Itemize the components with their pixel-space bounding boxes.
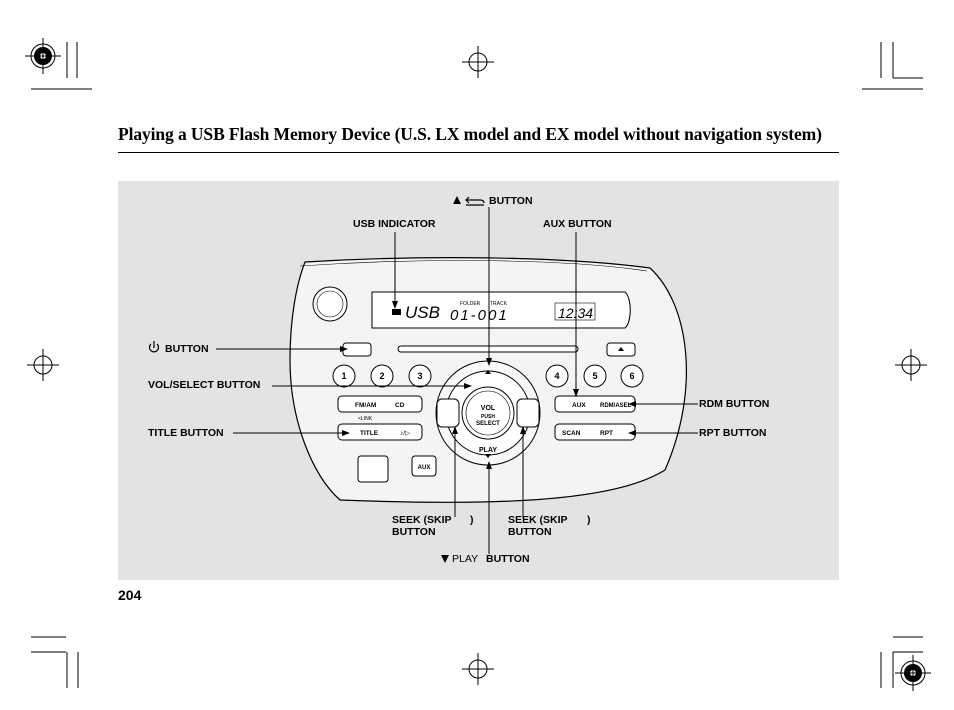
- preset-label-3: 3: [417, 371, 422, 381]
- title-button-callout: TITLE BUTTON: [148, 427, 224, 439]
- seek-right-callout-line2: BUTTON: [508, 526, 552, 538]
- svg-text:RPT: RPT: [600, 430, 613, 437]
- svg-text:FM/AM: FM/AM: [355, 402, 376, 409]
- svg-text:RDM/ASEL: RDM/ASEL: [600, 403, 632, 409]
- registration-target-icon: [27, 46, 927, 685]
- title-key: [337, 423, 423, 441]
- registration-target-icon: [25, 38, 931, 691]
- play-prefix-callout: PLAY: [452, 553, 479, 565]
- svg-text:AUX: AUX: [418, 465, 431, 471]
- down-triangle-icon: [441, 555, 449, 563]
- page-number: 204: [118, 587, 142, 603]
- preset-label-2: 2: [379, 371, 384, 381]
- play-button-callout: BUTTON: [486, 553, 530, 565]
- seek-left-callout-line2: BUTTON: [392, 526, 436, 538]
- svg-text:SELECT: SELECT: [476, 421, 500, 427]
- page-title: Playing a USB Flash Memory Device (U.S. …: [118, 124, 822, 144]
- svg-text:CD: CD: [395, 402, 405, 409]
- seek-left-callout-paren: ): [470, 514, 474, 526]
- aux-jack: [411, 455, 437, 477]
- title-rule: [118, 152, 839, 153]
- cd-slot: [397, 345, 579, 353]
- preset-key-1: [332, 364, 356, 388]
- svg-text:TITLE: TITLE: [360, 430, 379, 437]
- preset-label-5: 5: [592, 371, 597, 381]
- seek-left-callout-line1: SEEK (SKIP: [392, 514, 452, 526]
- svg-text:VOL: VOL: [481, 405, 496, 412]
- preset-label-4: 4: [554, 371, 559, 381]
- vol-select-callout: VOL/SELECT BUTTON: [148, 379, 261, 391]
- svg-text:PLAY: PLAY: [479, 447, 497, 454]
- aux-button-callout: AUX BUTTON: [543, 218, 612, 230]
- blank-button: [357, 455, 389, 483]
- svg-text:♪/▷: ♪/▷: [400, 430, 411, 437]
- eject-icon: [465, 196, 485, 206]
- svg-text:SCAN: SCAN: [562, 430, 581, 437]
- eject-button-callout: BUTTON: [489, 195, 533, 207]
- display-folder-track: 01-001: [450, 307, 509, 324]
- rpt-button-callout: RPT BUTTON: [699, 427, 767, 439]
- svg-text:AUX: AUX: [572, 402, 586, 409]
- rdm-button-callout: RDM BUTTON: [699, 398, 770, 410]
- power-icon: [148, 341, 160, 353]
- fm-am-cd-key: [337, 395, 423, 413]
- preset-label-1: 1: [341, 371, 346, 381]
- up-triangle-icon: [453, 196, 461, 204]
- seek-right-callout-paren: ): [587, 514, 591, 526]
- preset-label-6: 6: [629, 371, 634, 381]
- seek-right-callout-line1: SEEK (SKIP: [508, 514, 568, 526]
- display-usb: USB: [405, 303, 440, 322]
- svg-text:TRACK: TRACK: [490, 301, 508, 307]
- usb-indicator-callout: USB INDICATOR: [353, 218, 436, 230]
- svg-text:<LINK: <LINK: [358, 416, 373, 422]
- power-button-callout: BUTTON: [165, 343, 209, 355]
- svg-text:FOLDER: FOLDER: [460, 301, 481, 307]
- svg-text:PUSH: PUSH: [481, 414, 495, 420]
